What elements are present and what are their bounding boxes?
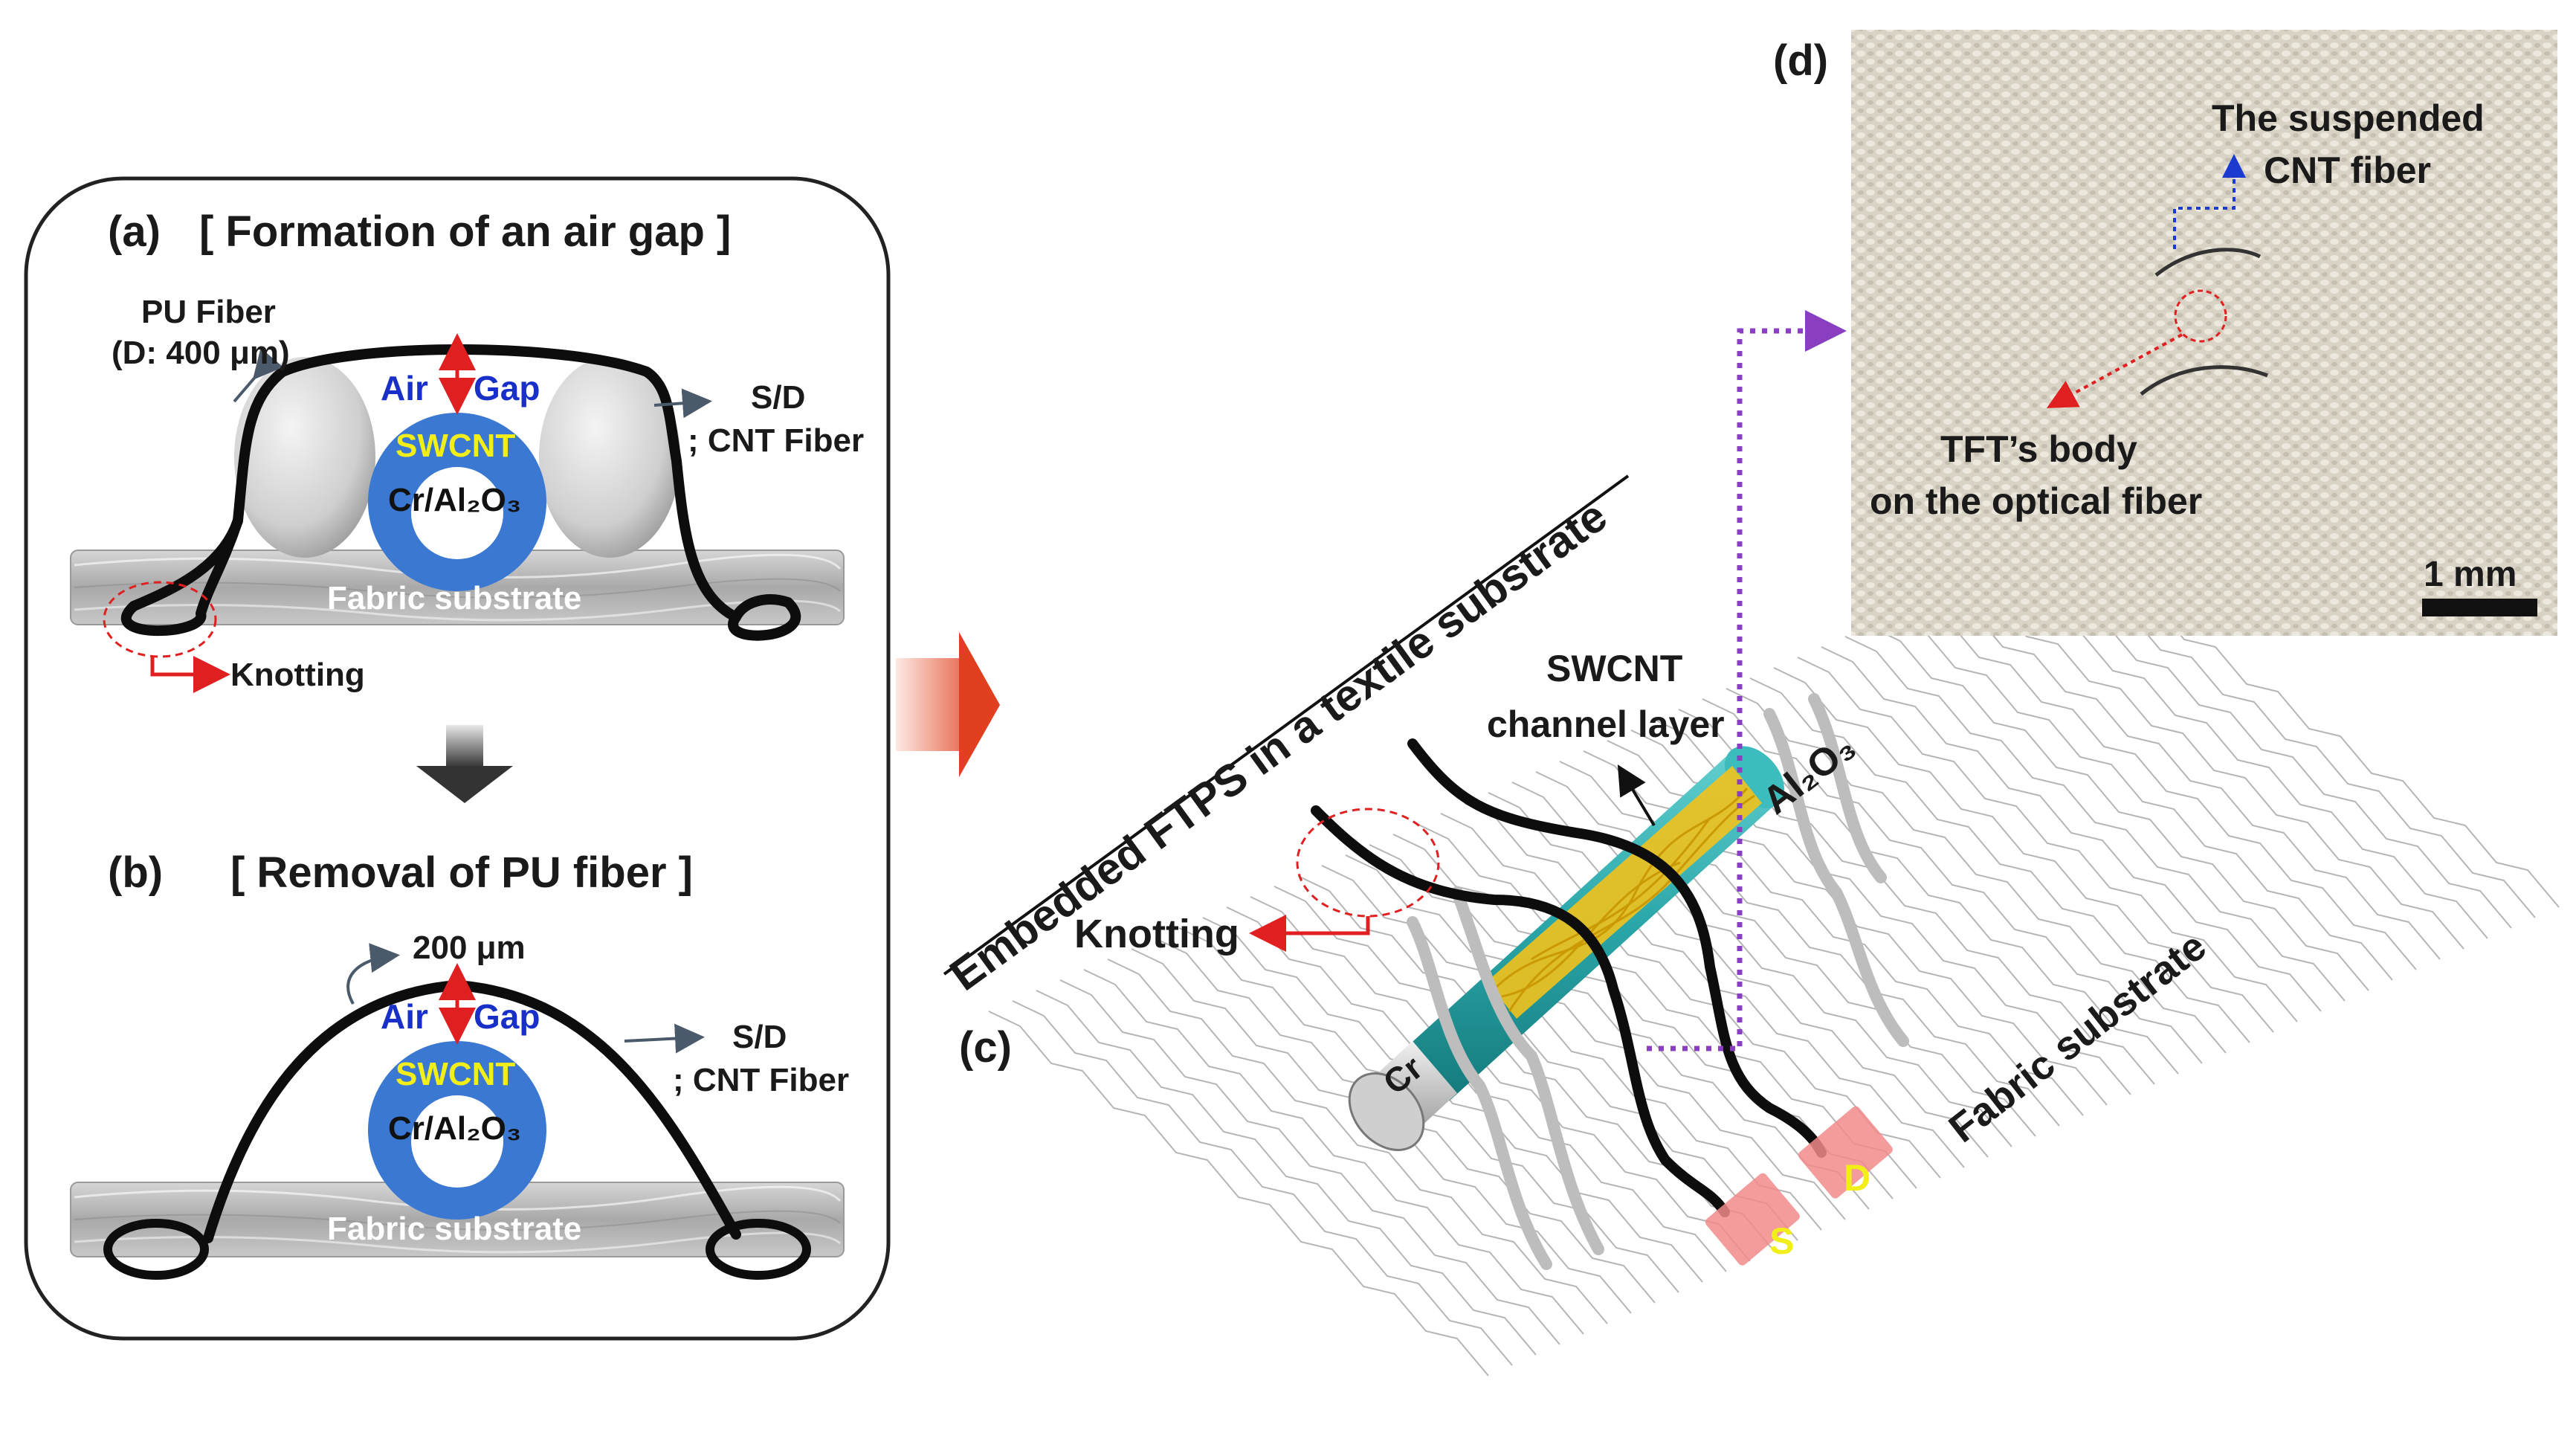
core-label-a: Cr/Al₂O₃	[388, 482, 522, 518]
weave-thread	[1202, 917, 1703, 1283]
suspended-label-2: CNT fiber	[2264, 149, 2431, 191]
weave-thread	[1059, 979, 1560, 1345]
fabric-photo	[1851, 30, 2557, 636]
cnt-fibers-c	[1311, 738, 1827, 1217]
panel-c-diagram	[943, 474, 2560, 1376]
weave-thread	[1250, 896, 1751, 1262]
drain-pad	[1798, 1106, 1893, 1199]
pu-fiber-label: PU Fiber	[141, 294, 276, 330]
tft-body-label-2: on the optical fiber	[1870, 480, 2203, 522]
weave-thread	[1583, 750, 2084, 1116]
sd-label-b: S/D	[732, 1019, 787, 1055]
cr-cylinder	[1364, 1041, 1457, 1138]
weave-thread	[1345, 854, 1846, 1220]
weave-thread	[1488, 792, 1989, 1158]
source-pad	[1705, 1173, 1800, 1266]
weave-thread	[1797, 657, 2298, 1022]
dimension-label-b: 200 μm	[413, 930, 526, 966]
weave-thread	[1321, 865, 1822, 1231]
cnt-fiber-a	[120, 344, 801, 641]
weave-thread	[1773, 667, 2274, 1033]
pu-fiber-pointer	[233, 347, 284, 403]
tft-body-label-1: TFT’s body	[1940, 428, 2137, 470]
tft-pointer	[2046, 333, 2183, 408]
transition-arrow	[896, 632, 1000, 777]
knotting-label-a: Knotting	[230, 657, 365, 693]
pu-fiber-right	[539, 357, 680, 558]
fabric-label-b: Fabric substrate	[327, 1211, 582, 1247]
swcnt-channel-label-2: channel layer	[1487, 703, 1725, 745]
cnt-fiber-label-a: ; CNT Fiber	[688, 422, 865, 459]
swcnt-channel	[1487, 766, 1762, 1019]
drain-label: D	[1844, 1157, 1871, 1199]
sd-label-a: S/D	[751, 379, 806, 416]
swcnt-label-a: SWCNT	[396, 428, 516, 464]
fabric-label-a: Fabric substrate	[327, 580, 582, 616]
knotting-label-c: Knotting	[1074, 912, 1239, 956]
weave-thread	[1868, 625, 2369, 991]
panel-d-tag: (d)	[1773, 36, 1829, 85]
dim-pointer-b	[346, 943, 400, 1005]
down-arrow	[416, 725, 513, 803]
core-label-b: Cr/Al₂O₃	[388, 1110, 522, 1147]
suspended-pointer	[2173, 154, 2246, 249]
rotated-title-underline	[943, 474, 1630, 976]
panel-a-title: [ Formation of an air gap ]	[199, 207, 732, 256]
pu-fiber-left	[234, 357, 375, 558]
channel-pointer	[1617, 764, 1656, 827]
air-label-b: Air	[381, 997, 428, 1036]
swcnt-label-b: SWCNT	[396, 1056, 516, 1092]
weave-thread	[1083, 969, 1584, 1335]
scale-bar-label: 1 mm	[2424, 555, 2517, 594]
weave-thread	[1940, 594, 2441, 960]
suspended-label-1: The suspended	[2212, 97, 2485, 139]
panel-c-tag: (c)	[959, 1023, 1012, 1072]
panel-d-photo	[1851, 30, 2557, 636]
over-fibers	[1407, 693, 1909, 1270]
weave-thread	[1416, 823, 1917, 1189]
swcnt-channel-label-1: SWCNT	[1546, 648, 1683, 689]
weave-thread	[988, 1011, 1489, 1376]
tft-highlight	[2174, 289, 2227, 343]
panel-b-title: [ Removal of PU fiber ]	[230, 848, 693, 897]
sd-pointer-a	[653, 388, 712, 419]
gap-label-a: Gap	[474, 369, 540, 408]
gap-label-b: Gap	[474, 997, 540, 1036]
panel-a-tag: (a)	[108, 207, 161, 256]
weave-thread	[1107, 959, 1608, 1324]
weave-thread	[1559, 761, 2060, 1127]
weave-thread	[1892, 615, 2393, 981]
weave-thread	[1036, 990, 1537, 1356]
weave-thread	[1369, 844, 1870, 1210]
knotting-arrow-a	[150, 656, 230, 693]
weave-thread	[1844, 636, 2346, 1002]
panel-b-diagram	[70, 943, 845, 1280]
knot-highlight-c	[1296, 808, 1440, 918]
weave-thread	[1297, 875, 1798, 1241]
scale-bar	[2422, 599, 2537, 616]
weave-thread	[1963, 584, 2464, 950]
pu-fiber-diameter: (D: 400 μm)	[112, 335, 290, 371]
weave-thread	[1012, 1000, 1513, 1366]
zoom-connector	[1647, 310, 1847, 1051]
weave-thread	[1535, 771, 2036, 1137]
source-label: S	[1769, 1220, 1795, 1262]
weave-thread	[1726, 688, 2227, 1054]
suspended-fiber-arc	[2154, 248, 2262, 277]
knot-highlight-a	[103, 581, 217, 658]
sd-pointer-b	[624, 1023, 705, 1054]
panel-b-tag: (b)	[108, 848, 164, 897]
weave-thread	[1916, 605, 2417, 970]
knotting-arrow-c	[1249, 915, 1370, 952]
tft-fiber-arc	[2140, 365, 2268, 396]
cnt-fiber-label-b: ; CNT Fiber	[673, 1062, 850, 1098]
air-label-a: Air	[381, 369, 428, 408]
weave-thread	[1821, 646, 2322, 1012]
panel-a-diagram	[70, 333, 845, 693]
